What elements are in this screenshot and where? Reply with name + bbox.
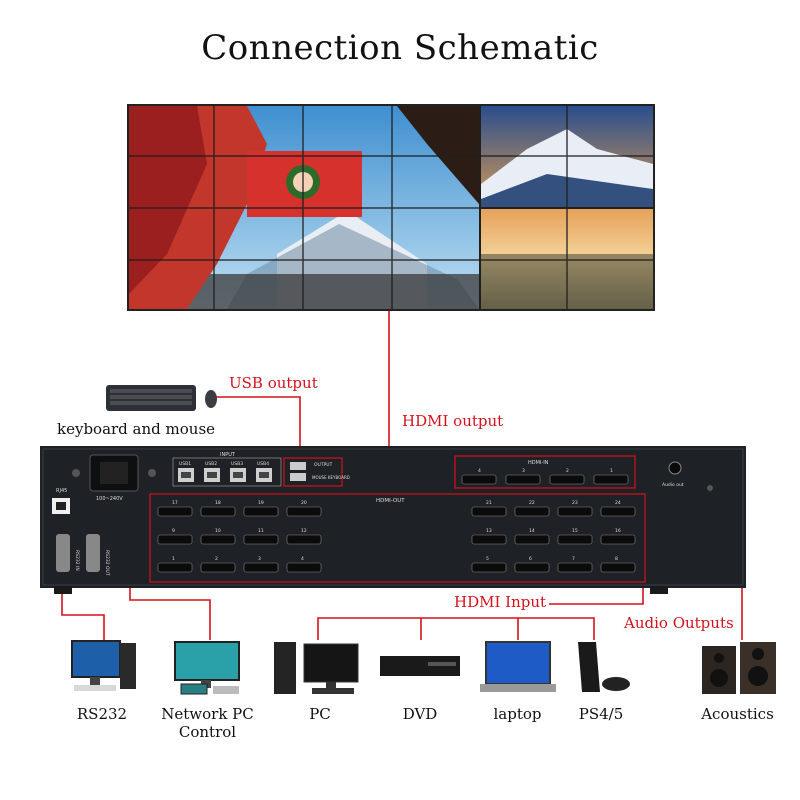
hdmi-out-port [200, 562, 236, 573]
hdmi-out-port-label: 10 [215, 528, 221, 534]
rs232-in-label: RS232 IN [74, 550, 80, 571]
hdmi-out-port [286, 562, 322, 573]
hdmi-out-port [471, 534, 507, 545]
hdmi-in-port-label: 1 [610, 468, 613, 474]
laptop-icon [480, 641, 556, 692]
hdmi-out-port [286, 506, 322, 517]
keyboard-icon [106, 385, 217, 411]
hdmi-out-label: HDMI-OUT [376, 498, 405, 504]
hdmi-out-port-label: 1 [172, 556, 175, 562]
hdmi-out-port-label: 11 [258, 528, 264, 534]
hdmi-out-port-label: 24 [615, 500, 621, 506]
hdmi-out-port-label: 2 [215, 556, 218, 562]
dvd-icon [380, 656, 460, 676]
hdmi-out-port-label: 5 [486, 556, 489, 562]
network-pc-icon [174, 641, 240, 695]
hdmi-out-port [157, 534, 193, 545]
hdmi-in-label: HDMI-IN [528, 460, 549, 466]
hdmi-out-port [557, 562, 593, 573]
page-title: Connection Schematic [201, 28, 599, 68]
rs232-out-port [86, 534, 100, 572]
device-label-pc: PC [309, 705, 331, 723]
keyboard-mouse-label: keyboard and mouse [57, 420, 216, 438]
hdmi-out-port-label: 19 [258, 500, 264, 506]
hdmi-out-port-label: 6 [529, 556, 532, 562]
hdmi-in-port-label: 2 [566, 468, 569, 474]
hdmi-out-port-label: 7 [572, 556, 575, 562]
speaker-icon [702, 642, 776, 694]
hdmi-out-port-label: 16 [615, 528, 621, 534]
hdmi-in-port [549, 474, 585, 485]
power-label: 100~240V [96, 496, 123, 502]
hdmi-out-port-label: 8 [615, 556, 618, 562]
usb-port-label: USB1 [179, 461, 191, 467]
mouse-icon [205, 390, 217, 408]
usb-port-label: USB3 [231, 461, 243, 467]
hdmi-out-port-label: 22 [529, 500, 535, 506]
hdmi-out-port-label: 21 [486, 500, 492, 506]
device-label-acoustics: Acoustics [701, 705, 774, 723]
hdmi-out-port [471, 562, 507, 573]
hdmi-out-port [600, 562, 636, 573]
hdmi-input-label: HDMI Input [454, 593, 547, 611]
hdmi-in-port-label: 3 [522, 468, 525, 474]
hdmi-out-port [514, 506, 550, 517]
hdmi-out-port-label: 14 [529, 528, 535, 534]
hdmi-out-port [157, 506, 193, 517]
rs232-out-label: RS232 OUT [104, 550, 110, 576]
usb-port-label: USB2 [205, 461, 217, 467]
device-label-ps45: PS4/5 [578, 705, 624, 723]
hdmi-out-port-label: 3 [258, 556, 261, 562]
rs232-pc-icon [71, 640, 136, 691]
hdmi-out-port [471, 506, 507, 517]
video-wall [127, 104, 655, 311]
pc-icon [274, 642, 359, 694]
device-label-rs232: RS232 [76, 705, 128, 723]
usb-output-label: USB output [229, 374, 318, 392]
hdmi-out-port-label: 20 [301, 500, 307, 506]
hdmi-out-port [243, 534, 279, 545]
hdmi-out-port-label: 12 [301, 528, 307, 534]
rs232-in-port [56, 534, 70, 572]
audio-outputs-label: Audio Outputs [624, 614, 734, 632]
rj45-label: RJ45 [56, 488, 67, 494]
hdmi-in-port [593, 474, 629, 485]
hdmi-out-port [200, 534, 236, 545]
usb-output-port [290, 473, 306, 481]
hdmi-out-port-label: 9 [172, 528, 175, 534]
hdmi-out-port-label: 13 [486, 528, 492, 534]
hdmi-out-port-label: 15 [572, 528, 578, 534]
usb-port-label: USB4 [257, 461, 269, 467]
hdmi-out-port [286, 534, 322, 545]
audio-out-jack [668, 461, 682, 475]
hdmi-out-port [557, 534, 593, 545]
matrix-device-panel: 100~240V RJ45 RS232 IN RS232 OUT INPUT U… [40, 446, 746, 594]
hdmi-in-port [461, 474, 497, 485]
hdmi-out-port [200, 506, 236, 517]
hdmi-out-port [600, 534, 636, 545]
usb-output-panel-label: OUTPUT [314, 462, 333, 468]
usb-output-port [290, 462, 306, 470]
device-label-network-pc: Network PC Control [161, 705, 254, 741]
hdmi-out-port [514, 534, 550, 545]
device-label-dvd: DVD [402, 705, 438, 723]
hdmi-out-port [514, 562, 550, 573]
hdmi-out-port-label: 23 [572, 500, 578, 506]
hdmi-in-port [505, 474, 541, 485]
usb-input-label: INPUT [220, 452, 236, 458]
device-label-laptop: laptop [493, 705, 542, 723]
hdmi-out-port [243, 506, 279, 517]
hdmi-out-port-label: 17 [172, 500, 178, 506]
audio-out-label: Audio out [662, 482, 684, 488]
hdmi-out-port-label: 4 [301, 556, 304, 562]
hdmi-out-port [243, 562, 279, 573]
hdmi-in-port-label: 4 [478, 468, 481, 474]
hdmi-out-port [157, 562, 193, 573]
hdmi-out-port [600, 506, 636, 517]
mouse-keyboard-label: MOUSE KEYBOARD [312, 475, 350, 480]
hdmi-output-label: HDMI output [402, 412, 504, 430]
hdmi-out-port-label: 18 [215, 500, 221, 506]
hdmi-out-port [557, 506, 593, 517]
ps-console-icon [578, 642, 630, 692]
